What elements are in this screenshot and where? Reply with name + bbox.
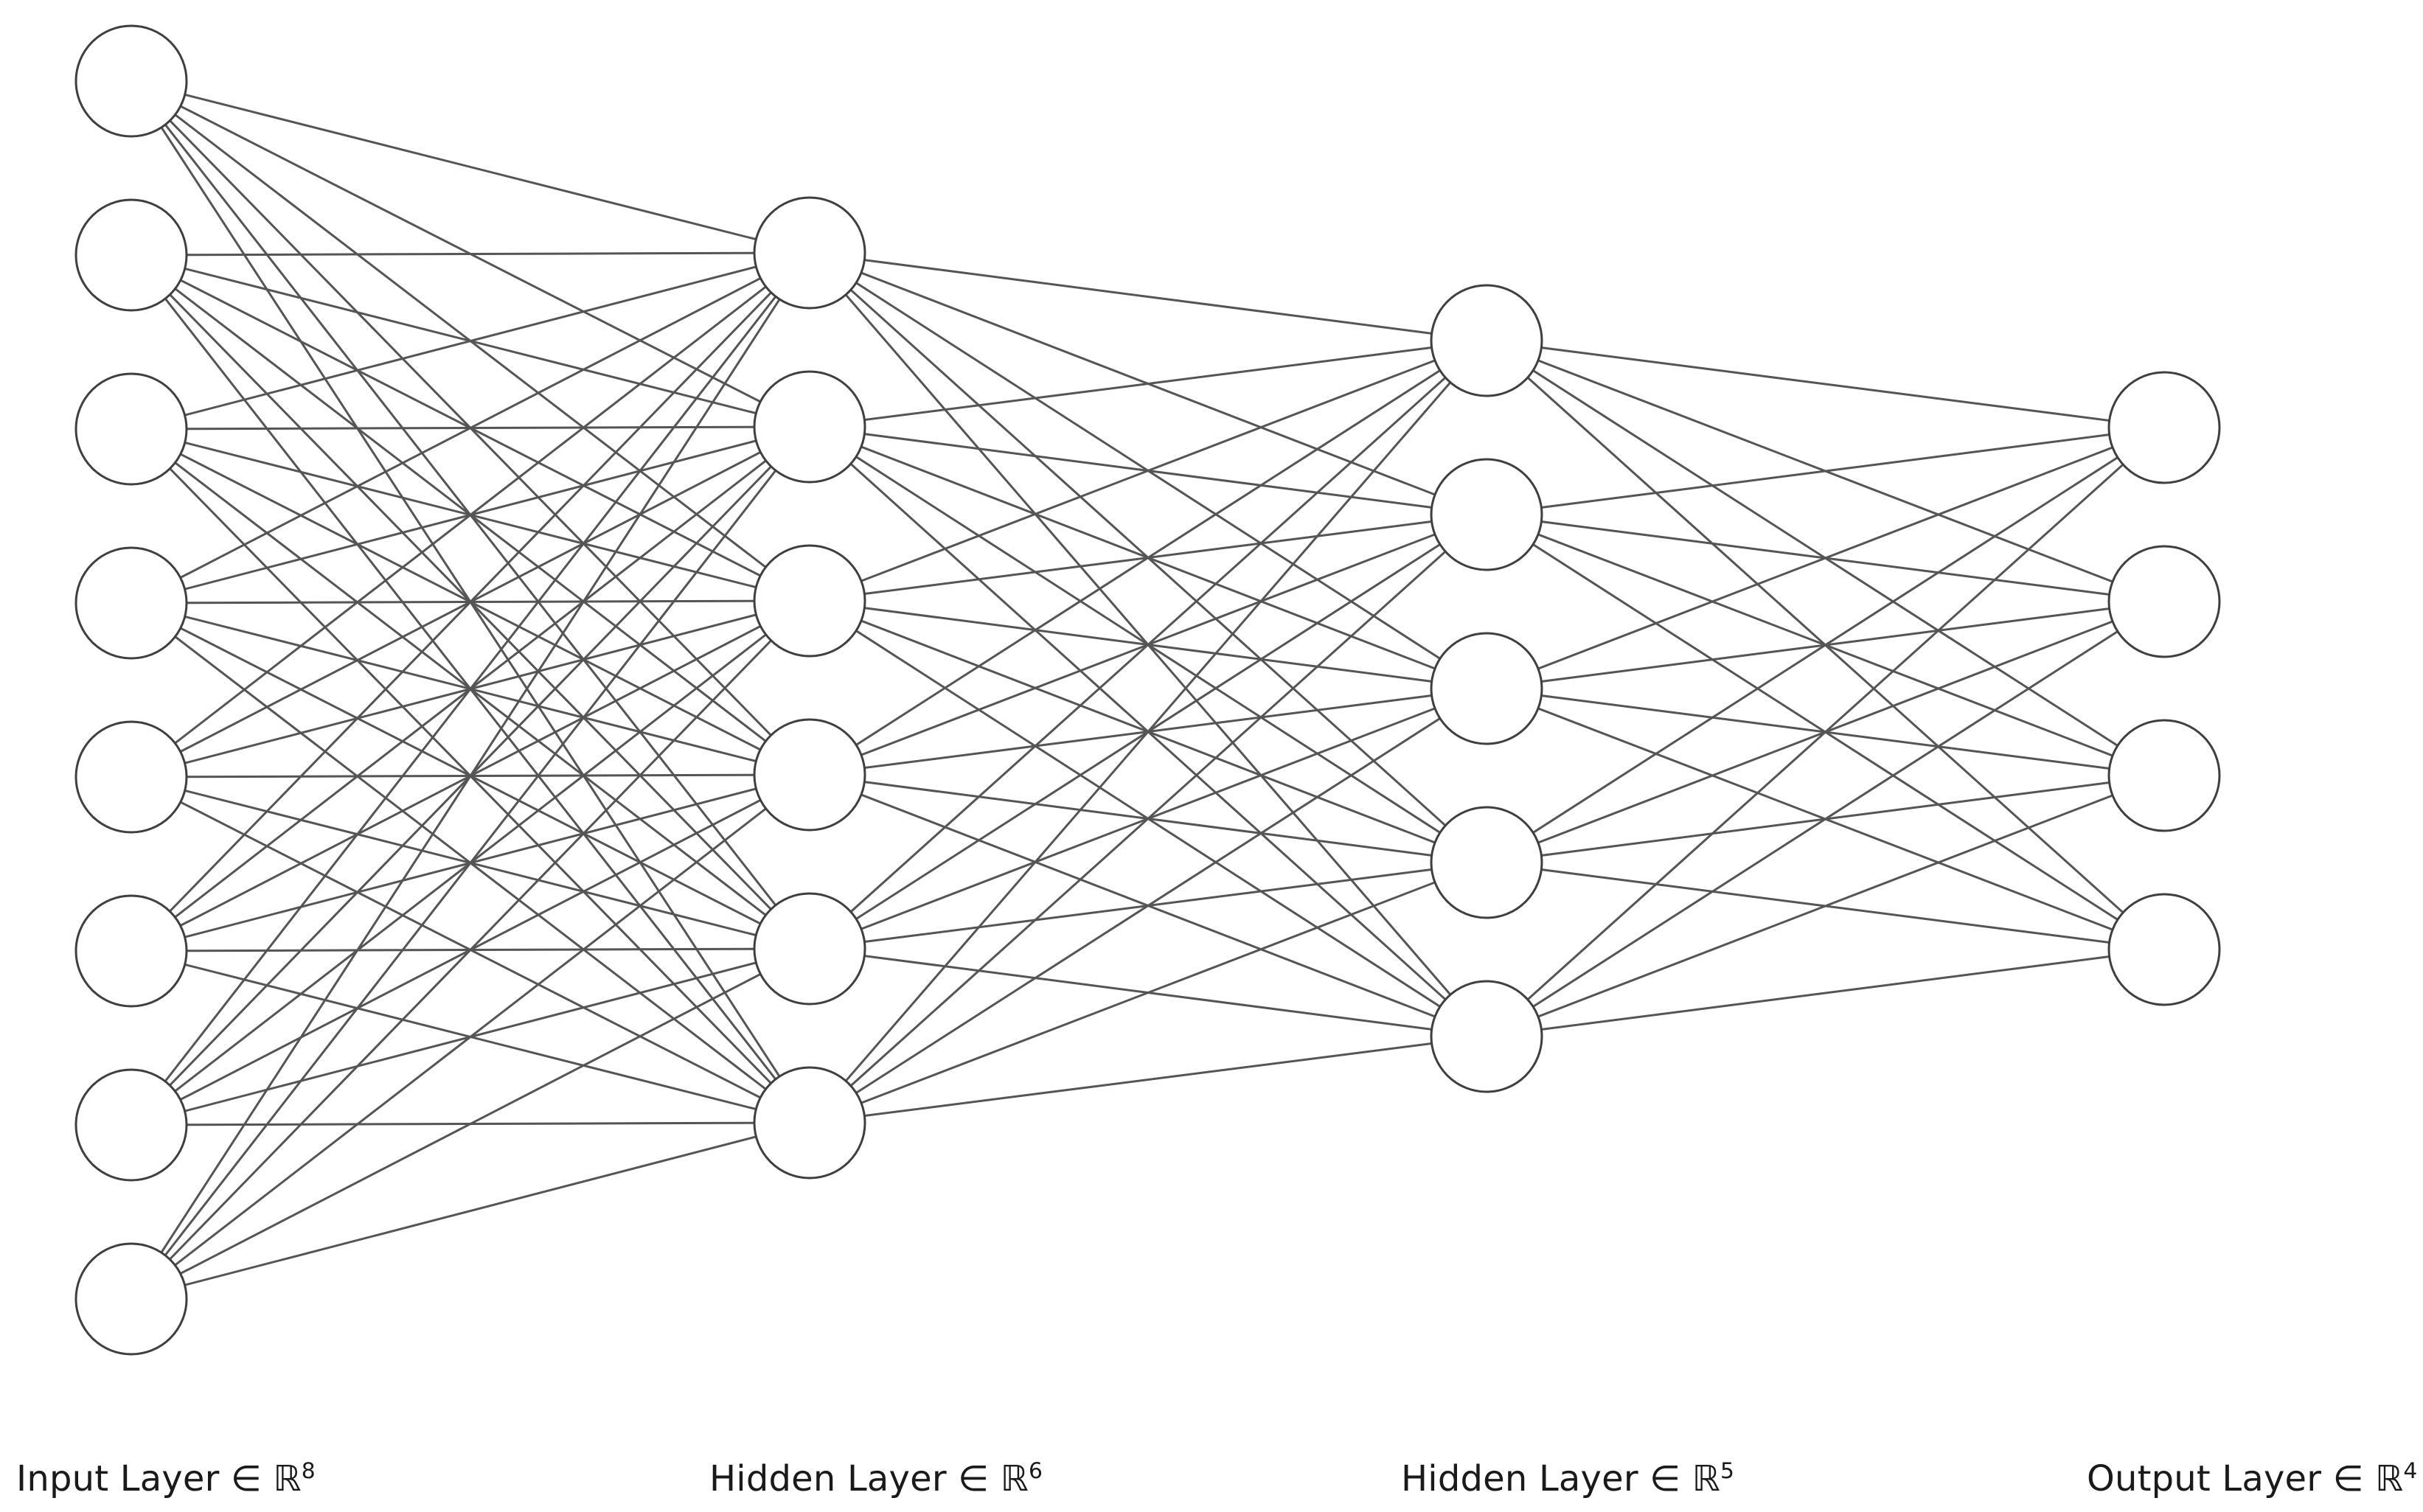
edge-input-7-to-hidden1-0 <box>130 252 811 1300</box>
node-input-8 <box>74 1242 188 1356</box>
layer-label-hidden1-exponent: 6 <box>1028 1458 1043 1484</box>
edge-hidden2-3-to-output-0 <box>1486 426 2165 864</box>
layer-label-output: Output Layer ∈ ℝ4 <box>2087 1458 2418 1499</box>
node-input-6 <box>74 894 188 1008</box>
node-output-4 <box>2107 893 2221 1006</box>
edge-hidden2-4-to-output-2 <box>1486 774 2165 1038</box>
edge-hidden1-5-to-hidden2-0 <box>808 340 1488 1123</box>
node-hidden2-2 <box>1430 458 1543 571</box>
edge-input-7-to-hidden1-1 <box>130 426 811 1300</box>
node-output-1 <box>2107 371 2221 484</box>
edge-hidden1-5-to-hidden2-3 <box>809 861 1487 1124</box>
layer-label-hidden1-text: Hidden Layer <box>709 1458 959 1499</box>
layer-label-hidden2: Hidden Layer ∈ ℝ5 <box>1401 1458 1735 1499</box>
edge-hidden2-4-to-output-3 <box>1486 948 2165 1038</box>
node-hidden2-4 <box>1430 806 1543 919</box>
node-hidden2-3 <box>1430 632 1543 745</box>
layer-label-output-symbol: ∈ ℝ <box>2332 1458 2404 1499</box>
node-input-2 <box>74 198 188 312</box>
edges-group <box>130 80 2166 1300</box>
node-hidden2-1 <box>1430 284 1543 397</box>
nodes-group <box>74 24 2221 1356</box>
edge-hidden2-4-to-output-1 <box>1486 600 2165 1038</box>
node-output-2 <box>2107 545 2221 658</box>
layer-label-hidden2-exponent: 5 <box>1720 1458 1735 1484</box>
layer-label-hidden2-symbol: ∈ ℝ <box>1649 1458 1720 1499</box>
edge-input-7-to-hidden1-4 <box>131 947 810 1300</box>
node-hidden1-2 <box>753 370 866 484</box>
edge-hidden2-0-to-output-0 <box>1486 339 2165 429</box>
layer-label-input: Input Layer ∈ ℝ8 <box>16 1458 316 1499</box>
layer-label-hidden2-text: Hidden Layer <box>1401 1458 1650 1499</box>
edge-hidden2-4-to-output-0 <box>1485 426 2166 1038</box>
edge-input-6-to-hidden1-0 <box>130 252 811 1126</box>
edge-hidden1-2-to-hidden2-0 <box>809 339 1487 602</box>
node-input-5 <box>74 720 188 834</box>
node-hidden1-1 <box>753 196 866 310</box>
edge-hidden1-0-to-hidden2-0 <box>809 251 1487 342</box>
node-hidden1-6 <box>753 1066 866 1180</box>
node-hidden1-5 <box>753 892 866 1006</box>
edge-hidden1-5-to-hidden2-2 <box>809 687 1487 1124</box>
edge-hidden1-5-to-hidden2-4 <box>809 1035 1487 1124</box>
edge-input-7-to-hidden1-5 <box>131 1121 810 1300</box>
edge-hidden1-5-to-hidden2-1 <box>808 513 1488 1124</box>
node-hidden1-4 <box>753 718 866 832</box>
edge-input-3-to-hidden1-0 <box>131 251 810 605</box>
edge-hidden1-4-to-hidden2-0 <box>808 339 1488 950</box>
edge-input-5-to-hidden1-0 <box>130 251 811 952</box>
layer-label-hidden1: Hidden Layer ∈ ℝ6 <box>709 1458 1043 1499</box>
edge-hidden1-1-to-hidden2-0 <box>809 339 1487 428</box>
layer-label-output-text: Output Layer <box>2087 1458 2333 1499</box>
layer-label-output-exponent: 4 <box>2403 1458 2418 1484</box>
node-input-3 <box>74 372 188 486</box>
node-input-1 <box>74 24 188 138</box>
edge-hidden2-1-to-output-0 <box>1486 426 2165 516</box>
edge-input-7-to-hidden1-3 <box>131 773 810 1300</box>
node-hidden1-3 <box>753 544 866 658</box>
layer-label-input-text: Input Layer <box>16 1458 232 1499</box>
edge-input-0-to-hidden1-0 <box>131 80 810 254</box>
layer-label-hidden1-symbol: ∈ ℝ <box>958 1458 1029 1499</box>
edge-hidden1-3-to-hidden2-0 <box>809 339 1487 776</box>
node-hidden2-5 <box>1430 980 1543 1093</box>
node-input-4 <box>74 546 188 660</box>
edge-input-4-to-hidden1-0 <box>131 251 810 778</box>
edge-input-1-to-hidden1-0 <box>131 251 810 257</box>
edge-input-7-to-hidden1-2 <box>130 599 811 1300</box>
edge-input-2-to-hidden1-0 <box>131 251 810 431</box>
layer-label-input-symbol: ∈ ℝ <box>231 1458 302 1499</box>
edge-hidden2-2-to-output-0 <box>1486 426 2165 690</box>
layer-label-input-exponent: 8 <box>301 1458 316 1484</box>
node-input-7 <box>74 1068 188 1182</box>
node-output-3 <box>2107 719 2221 832</box>
